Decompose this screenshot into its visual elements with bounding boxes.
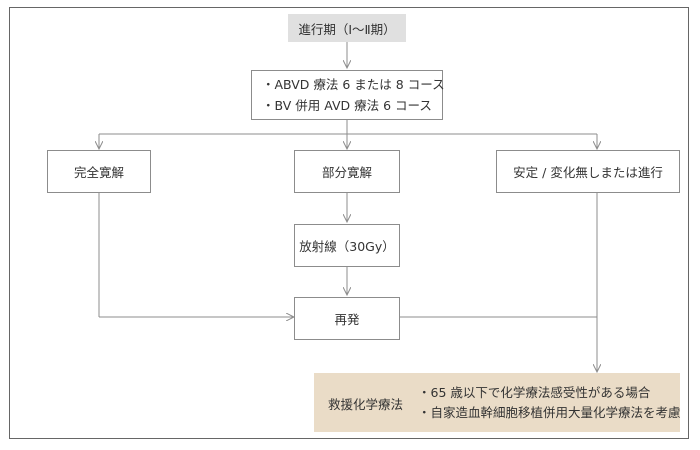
node-stable-or-progression: 安定 / 変化無しまたは進行 xyxy=(496,150,680,193)
node-advanced-stage: 進行期（Ⅰ～Ⅱ期） xyxy=(288,14,406,42)
node-chemotherapy: ・ABVD 療法 6 または 8 コース ・BV 併用 AVD 療法 6 コース xyxy=(251,70,445,120)
chemo-line-2: ・BV 併用 AVD 療法 6 コース xyxy=(262,98,432,113)
salvage-line-1: ・65 歳以下で化学療法感受性がある場合 xyxy=(418,385,651,400)
node-complete-remission: 完全寛解 xyxy=(47,150,151,193)
node-radiation: 放射線（30Gy） xyxy=(294,224,400,267)
salvage-items: ・65 歳以下で化学療法感受性がある場合 ・自家造血幹細胞移植併用大量化学療法を… xyxy=(418,383,681,423)
node-partial-remission: 部分寛解 xyxy=(294,150,400,193)
salvage-title: 救援化学療法 xyxy=(328,397,404,412)
node-relapse: 再発 xyxy=(294,297,400,340)
chemo-line-1: ・ABVD 療法 6 または 8 コース xyxy=(262,77,445,92)
salvage-line-2: ・自家造血幹細胞移植併用大量化学療法を考慮 xyxy=(418,405,681,420)
diagram-frame xyxy=(9,7,689,439)
node-salvage-chemotherapy: 救援化学療法 ・65 歳以下で化学療法感受性がある場合 ・自家造血幹細胞移植併用… xyxy=(314,373,681,432)
